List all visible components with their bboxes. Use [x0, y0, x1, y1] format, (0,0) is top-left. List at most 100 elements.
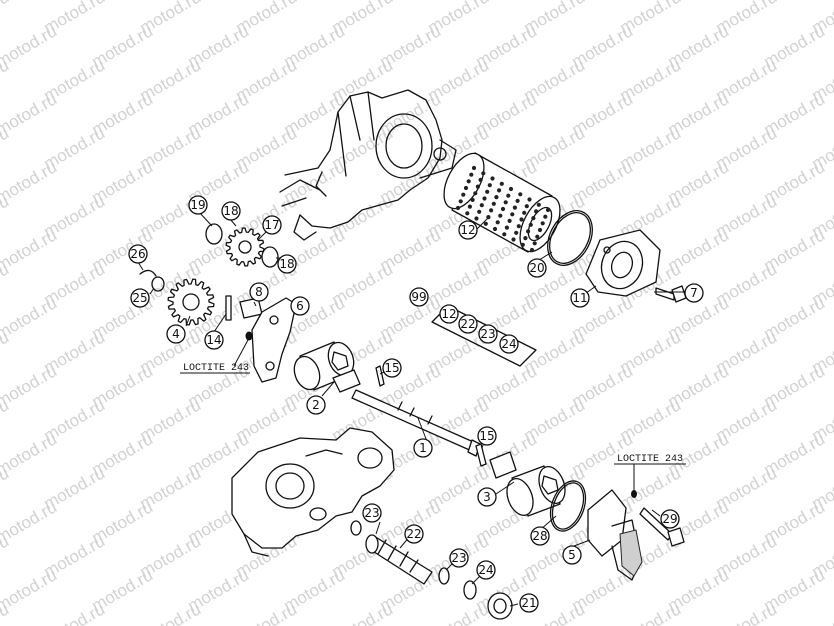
- callout-21[interactable]: 21: [519, 593, 539, 613]
- watermark-text: motod.ru: [425, 599, 493, 626]
- filter-hole: [532, 241, 537, 246]
- engine-case-lower: [231, 427, 395, 557]
- callout-23-lower[interactable]: 23: [449, 548, 469, 568]
- filter-hole: [502, 232, 507, 237]
- watermark-text: motod.ru: [0, 225, 60, 275]
- svg-text:19: 19: [190, 198, 205, 212]
- filter-hole: [495, 220, 500, 225]
- filter-hole: [487, 183, 492, 188]
- watermark-text: motod.ru: [0, 361, 60, 411]
- callout-18-bottom[interactable]: 18: [277, 254, 297, 274]
- svg-text:17: 17: [264, 218, 279, 232]
- filter-hole: [478, 177, 483, 182]
- callout-14[interactable]: 14: [204, 330, 224, 350]
- callout-2[interactable]: 2: [306, 395, 326, 415]
- callout-24[interactable]: 24: [476, 560, 496, 580]
- o-ring-28: [549, 480, 587, 532]
- o-ring-23-lower: [438, 567, 450, 585]
- o-ring-20-inner: [549, 212, 591, 264]
- watermark-text: motod.ru: [233, 599, 301, 626]
- filter-hole: [506, 193, 511, 198]
- pump-rotor-3: [506, 465, 566, 517]
- svg-text:12: 12: [441, 307, 456, 321]
- watermark-text: motod.ru: [137, 599, 205, 626]
- callout-25[interactable]: 25: [130, 288, 150, 308]
- filter-hole: [483, 221, 488, 226]
- loctite-note-left: LOCTITE 243: [183, 363, 249, 374]
- o-ring-24: [463, 580, 477, 600]
- callout-15-upper[interactable]: 15: [382, 358, 402, 378]
- callout-15-lower[interactable]: 15: [477, 426, 497, 446]
- callout-11[interactable]: 11: [570, 288, 590, 308]
- kit-item-23[interactable]: 23: [478, 324, 498, 344]
- filter-hole: [537, 227, 543, 233]
- callout-19[interactable]: 19: [188, 195, 208, 215]
- callout-28[interactable]: 28: [530, 526, 550, 546]
- filter-hole: [470, 197, 475, 202]
- filter-hole: [507, 218, 512, 223]
- kit-item-12[interactable]: 12: [439, 304, 459, 324]
- filter-hole: [474, 216, 479, 221]
- watermark-text: motod.ru: [0, 157, 60, 207]
- callout-26[interactable]: 26: [128, 244, 148, 264]
- filter-hole: [508, 186, 514, 192]
- kit-item-22[interactable]: 22: [458, 314, 478, 334]
- filter-hole: [510, 212, 515, 217]
- svg-text:15: 15: [384, 361, 399, 375]
- pump-plate: [251, 297, 297, 383]
- svg-text:26: 26: [130, 247, 145, 261]
- callout-6[interactable]: 6: [290, 296, 310, 316]
- filter-hole: [466, 179, 471, 184]
- svg-text:7: 7: [690, 286, 698, 300]
- inner-rotor-3: [489, 451, 517, 479]
- svg-text:1: 1: [419, 441, 427, 455]
- svg-text:8: 8: [255, 285, 263, 299]
- filter-hole: [461, 192, 466, 197]
- filter-hole: [490, 176, 495, 181]
- ball-8: [245, 331, 253, 341]
- svg-text:12: 12: [460, 223, 475, 237]
- circlip-26: [139, 269, 157, 277]
- callout-1[interactable]: 1: [413, 438, 433, 458]
- filter-hole: [511, 237, 516, 242]
- callout-29[interactable]: 29: [660, 509, 680, 529]
- callout-20[interactable]: 20: [527, 258, 547, 278]
- filter-perforations: [455, 165, 551, 253]
- o-ring-20: [547, 210, 593, 266]
- callout-5[interactable]: 5: [562, 545, 582, 565]
- filter-hole: [475, 184, 480, 189]
- filter-hole: [473, 191, 478, 196]
- callout-23-upper[interactable]: 23: [362, 503, 382, 523]
- filter-hole: [540, 221, 545, 226]
- svg-text:18: 18: [279, 257, 294, 271]
- filter-hole: [515, 198, 520, 203]
- callout-22[interactable]: 22: [404, 524, 424, 544]
- filter-hole: [523, 236, 528, 241]
- callout-8[interactable]: 8: [249, 282, 269, 302]
- filter-hole: [481, 171, 486, 176]
- callout-12[interactable]: 12: [458, 220, 478, 240]
- oil-filter: [443, 152, 561, 253]
- callout-3[interactable]: 3: [477, 487, 497, 507]
- filter-hole: [524, 204, 529, 209]
- filter-hole: [489, 208, 494, 213]
- pump-cover-5: [587, 489, 643, 581]
- watermark-text: motod.ru: [0, 429, 60, 479]
- pin-15-upper: [375, 365, 385, 387]
- kit-item-24[interactable]: 24: [499, 334, 519, 354]
- o-ring-28-inner: [551, 482, 585, 530]
- callout-99[interactable]: 99: [409, 287, 429, 307]
- pump-shaft: [351, 389, 481, 457]
- callout-4[interactable]: 4: [166, 324, 186, 344]
- filter-hole: [471, 165, 477, 171]
- callout-7[interactable]: 7: [684, 283, 704, 303]
- filter-hole: [514, 230, 519, 235]
- svg-text:18: 18: [223, 204, 238, 218]
- callout-18-top[interactable]: 18: [221, 201, 241, 221]
- callout-17[interactable]: 17: [262, 215, 282, 235]
- filter-hole: [522, 210, 527, 215]
- watermark-text: motod.ru: [41, 599, 109, 626]
- filter-hole: [477, 209, 482, 214]
- svg-text:6: 6: [296, 299, 304, 313]
